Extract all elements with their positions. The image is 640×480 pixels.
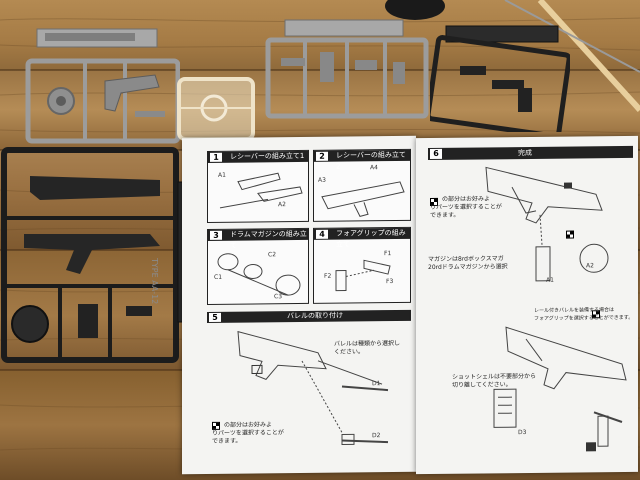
shell-note: ショットシェルは不要部分から 切り離してください。 — [452, 372, 537, 389]
grey-sprue-magazine — [265, 19, 429, 119]
choice-note-left: の部分はお好みよ りパーツを選択することが できます。 — [212, 421, 284, 445]
step-6-header: 6 完成 — [428, 145, 633, 161]
step-1-title: レシーバーの組み立て1 — [230, 151, 305, 161]
sprue-side-label: TYPE AA-12 — [150, 258, 159, 305]
step-5-diagram — [237, 330, 389, 446]
choice-icon — [566, 230, 574, 239]
instruction-sheet-right: 6 完成 の部分はお好みよ りパーツを選択することが できます。 マガジンは8r… — [416, 135, 638, 475]
step-5-header: 5 バレルの取り付け — [207, 309, 411, 323]
step-5-title: バレルの取り付け — [287, 311, 343, 321]
clear-parts-sprue — [177, 77, 255, 141]
choice-icon — [212, 421, 220, 430]
barrel-note: バレルは種類から選択し ください。 — [334, 339, 401, 356]
black-sprue-large — [1, 147, 197, 363]
grey-sprue-receiver — [25, 28, 180, 144]
step-6-diagram — [485, 166, 627, 452]
black-sprue-small — [430, 25, 570, 132]
rail-note: レール付きバレルを装備する場合は フォアグリップを選択することができます。 — [534, 307, 634, 322]
step-6-title: 完成 — [518, 148, 532, 158]
